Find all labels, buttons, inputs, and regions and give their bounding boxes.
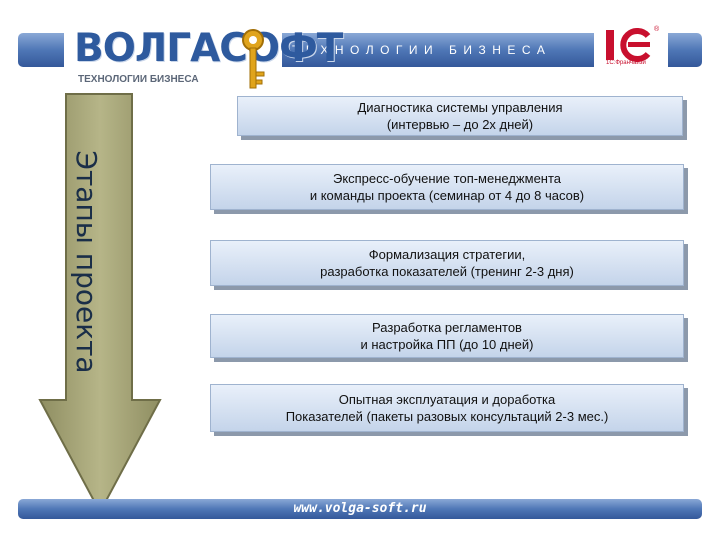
website-link[interactable]: www.volga-soft.ru (293, 501, 427, 516)
stage-4-line-2: и настройка ПП (до 10 дней) (360, 337, 534, 352)
header-bar-left (18, 33, 64, 67)
key-icon (242, 29, 265, 89)
stage-3-box: Формализация стратегии, разработка показ… (210, 240, 684, 286)
partner-logo[interactable]: ® 1С:Франчайзи (596, 24, 668, 70)
footer-bar: www.volga-soft.ru (18, 499, 702, 519)
logo-wordmark: ВОЛГАСОФТ (74, 26, 343, 71)
logo-subtitle: ТЕХНОЛОГИИ БИЗНЕСА (78, 74, 199, 85)
stage-4-line-1: Разработка регламентов (372, 320, 522, 335)
stage-5-box: Опытная эксплуатация и доработка Показат… (210, 384, 684, 432)
stage-5-line-1: Опытная эксплуатация и доработка (338, 392, 556, 407)
stage-3-line-2: разработка показателей (тренинг 2-3 дня) (320, 264, 574, 279)
stage-4-box: Разработка регламентов и настройка ПП (д… (210, 314, 684, 358)
stage-3-line-1: Формализация стратегии, (368, 247, 526, 262)
stage-1-line-1: Диагностика системы управления (357, 100, 563, 115)
stage-1-line-2: (интервью – до 2х дней) (386, 117, 534, 132)
registered-mark: ® (654, 26, 660, 33)
stage-2-line-1: Экспресс-обучение топ-менеджмента (332, 171, 562, 186)
arrow-label: Этапы проекта (70, 150, 103, 374)
header-bar-right (668, 33, 702, 67)
partner-logo-mark (606, 28, 651, 62)
stage-1-box: Диагностика системы управления (интервью… (237, 96, 683, 136)
process-arrow (38, 93, 162, 515)
stage-5-line-2: Показателей (пакеты разовых консультаций… (285, 409, 609, 424)
header-tagline: ТЕХНОЛОГИИ БИЗНЕСА (292, 43, 552, 57)
stage-2-box: Экспресс-обучение топ-менеджмента и кома… (210, 164, 684, 210)
stage-2-line-2: и команды проекта (семинар от 4 до 8 час… (309, 188, 585, 203)
partner-logo-subtitle: 1С:Франчайзи (606, 60, 646, 66)
header-bar-center (282, 33, 594, 67)
company-logo[interactable]: ВОЛГАСОФТ ТЕХНОЛОГИИ БИЗНЕСА (64, 20, 343, 92)
